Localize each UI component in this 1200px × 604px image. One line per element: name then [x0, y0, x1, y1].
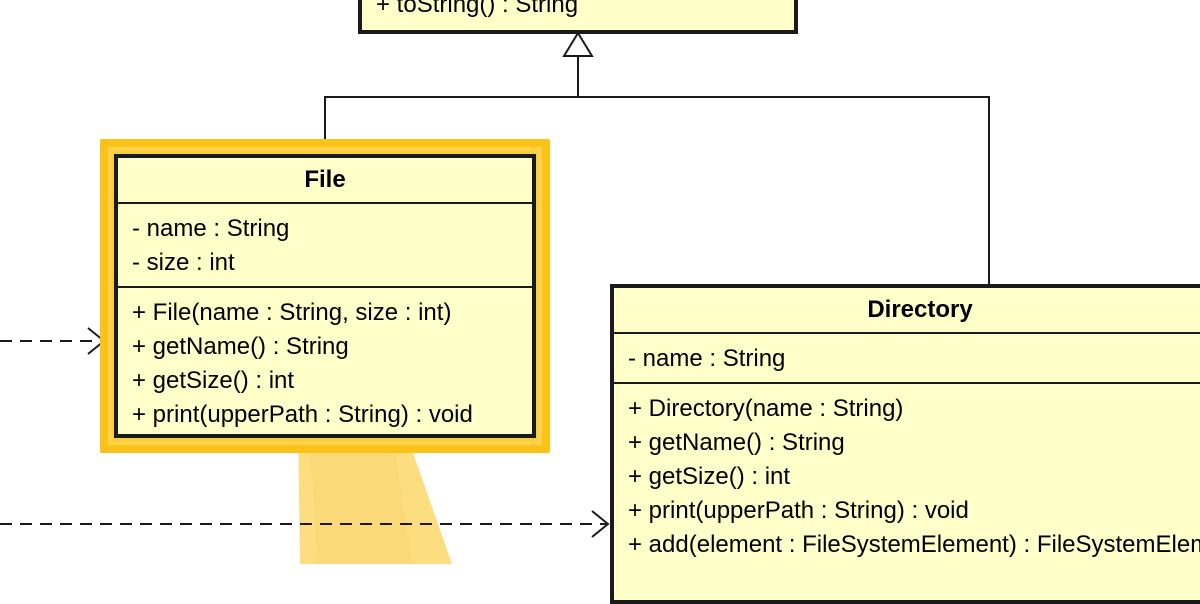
class-box-directory[interactable]: Directory - name : String + Directory(na…: [610, 284, 1200, 604]
class-box-parent[interactable]: + toString() : String: [358, 0, 798, 34]
operation-row: + print(upperPath : String) : void: [628, 497, 969, 524]
operation-row: + toString() : String: [376, 0, 579, 18]
class-name: File: [118, 158, 532, 204]
dependency-arrow-to-file[interactable]: [0, 327, 106, 355]
dependency-arrow-to-directory[interactable]: [0, 510, 610, 538]
attribute-row: - size : int: [132, 249, 235, 276]
operation-row: + Directory(name : String): [628, 395, 904, 422]
operations-section: + Directory(name : String) + getName() :…: [614, 384, 1200, 568]
operations-section: + toString() : String: [362, 0, 794, 28]
class-name: Directory: [614, 288, 1200, 334]
operation-row: + File(name : String, size : int): [132, 299, 452, 326]
operation-row: + getName() : String: [132, 333, 349, 360]
operation-row: + getSize() : int: [628, 463, 791, 490]
operations-section: + File(name : String, size : int) + getN…: [118, 288, 532, 438]
operation-row: + getSize() : int: [132, 367, 295, 394]
generalization-connector[interactable]: [324, 56, 990, 284]
attribute-row: - name : String: [628, 345, 786, 372]
operation-row: + add(element : FileSystemElement) : Fil…: [628, 531, 1200, 558]
class-box-file[interactable]: File - name : String - size : int + File…: [114, 154, 536, 438]
operation-row: + print(upperPath : String) : void: [132, 401, 473, 428]
attribute-row: - name : String: [132, 215, 290, 242]
attributes-section: - name : String: [614, 334, 1200, 384]
inheritance-arrowhead-icon: [562, 31, 594, 57]
operation-row: + getName() : String: [628, 429, 845, 456]
attributes-section: - name : String - size : int: [118, 204, 532, 288]
selection-highlight-inner: [108, 147, 542, 445]
